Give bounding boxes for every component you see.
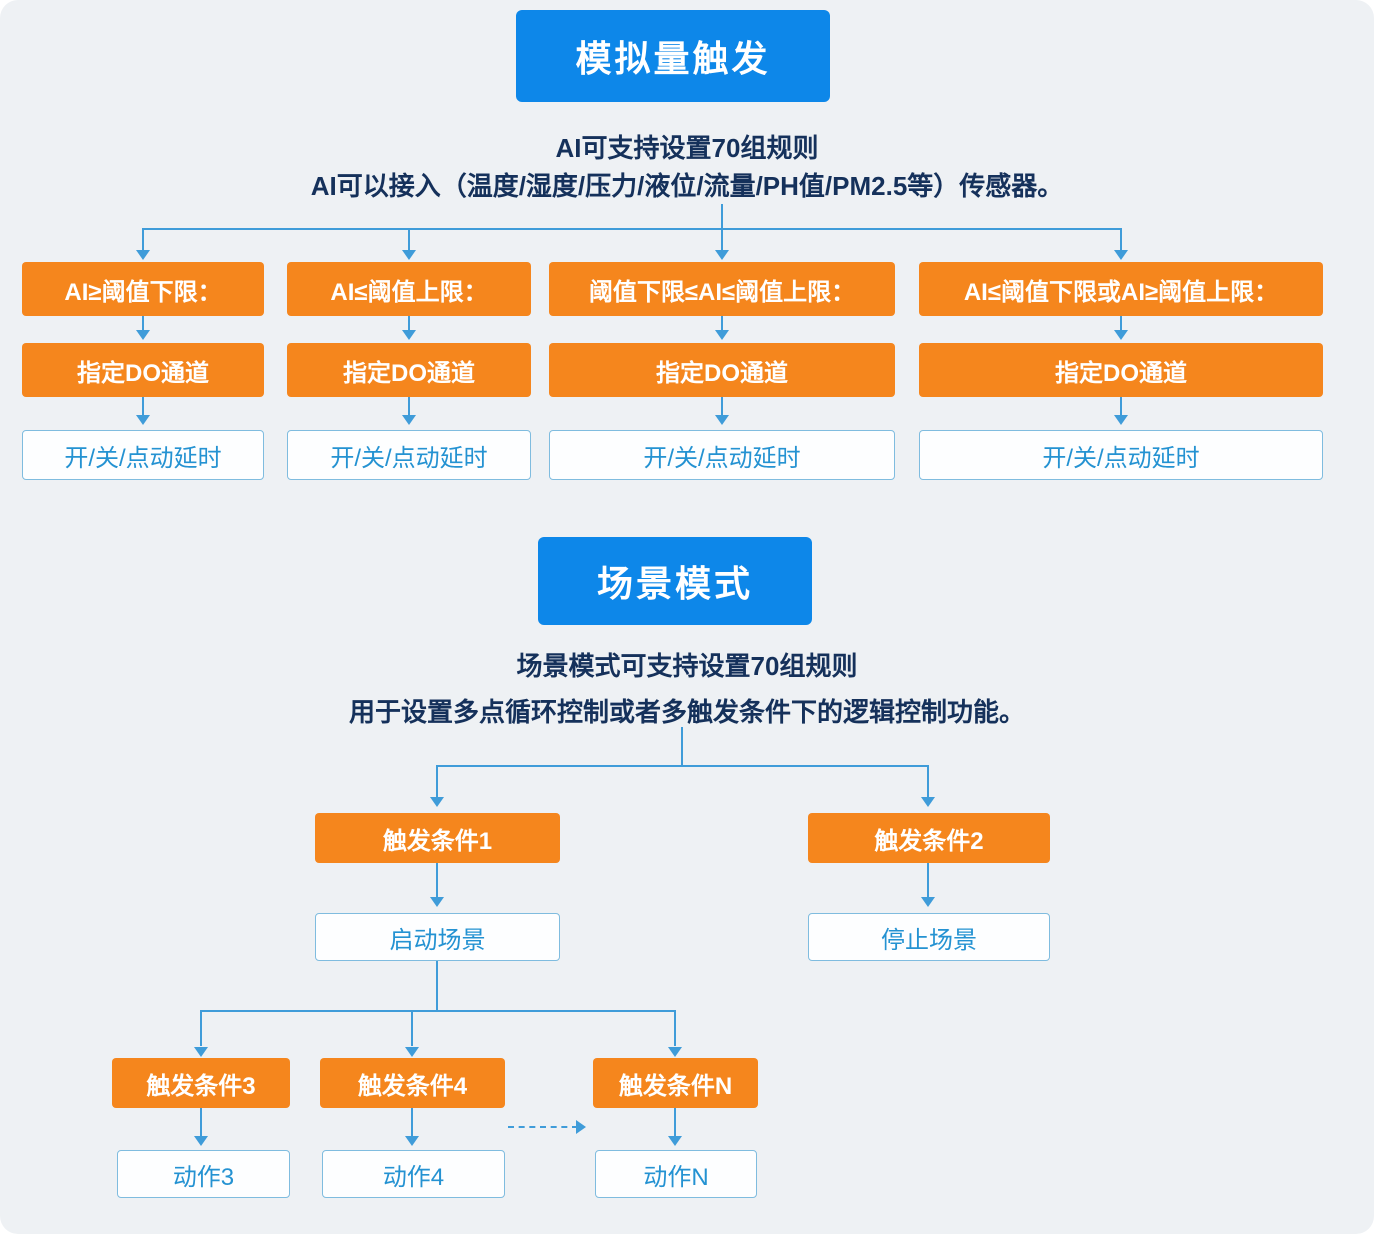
arrowhead-down-icon [1114, 330, 1128, 340]
scene-trigger-box-n: 触发条件N [593, 1058, 758, 1108]
arrowhead-down-icon [668, 1047, 682, 1057]
connector-line [436, 863, 438, 899]
connector-line [436, 961, 438, 1010]
scene-section-title: 场景模式 [538, 537, 812, 625]
connector-line [200, 1010, 676, 1012]
connector-line [674, 1010, 676, 1046]
analog-desc-line1: AI可支持设置70组规则 [555, 133, 819, 163]
connector-line [142, 316, 144, 332]
connector-line [436, 765, 929, 767]
scene-action-stop-box: 停止场景 [808, 913, 1050, 961]
arrowhead-down-icon [402, 250, 416, 260]
connector-line [408, 316, 410, 332]
connector-line [721, 397, 723, 417]
arrowhead-down-icon [136, 250, 150, 260]
arrowhead-down-icon [668, 1136, 682, 1146]
analog-condition-box-3: 阈值下限≤AI≤阈值上限： [549, 262, 895, 316]
connector-line [200, 1108, 202, 1138]
scene-desc-line2: 用于设置多点循环控制或者多触发条件下的逻辑控制功能。 [348, 697, 1025, 727]
scene-action-box-3: 动作3 [117, 1150, 290, 1198]
scene-trigger-box-2: 触发条件2 [808, 813, 1050, 863]
analog-condition-box-1: AI≥阈值下限： [22, 262, 264, 316]
analog-action-box-3: 开/关/点动延时 [549, 430, 895, 480]
connector-line [721, 316, 723, 332]
ellipsis-dashed-connector [508, 1126, 578, 1128]
arrowhead-down-icon [430, 897, 444, 907]
analog-action-box-1: 开/关/点动延时 [22, 430, 264, 480]
connector-line [721, 204, 723, 228]
analog-do-channel-box-3: 指定DO通道 [549, 343, 895, 397]
arrowhead-down-icon [194, 1136, 208, 1146]
arrowhead-right-icon [576, 1120, 586, 1134]
connector-line [1120, 397, 1122, 417]
analog-action-box-2: 开/关/点动延时 [287, 430, 531, 480]
scene-action-box-n: 动作N [595, 1150, 757, 1198]
connector-line [674, 1108, 676, 1138]
analog-do-channel-box-1: 指定DO通道 [22, 343, 264, 397]
connector-line [142, 228, 144, 252]
connector-line [681, 727, 683, 765]
arrowhead-down-icon [715, 250, 729, 260]
connector-line [1120, 228, 1122, 252]
arrowhead-down-icon [430, 797, 444, 807]
arrowhead-down-icon [715, 330, 729, 340]
analog-do-channel-box-2: 指定DO通道 [287, 343, 531, 397]
connector-line [408, 228, 410, 252]
scene-trigger-box-3: 触发条件3 [112, 1058, 290, 1108]
scene-desc-line1: 场景模式可支持设置70组规则 [516, 651, 858, 681]
connector-line [436, 765, 438, 799]
analog-do-channel-box-4: 指定DO通道 [919, 343, 1323, 397]
analog-desc-line2: AI可以接入（温度/湿度/压力/液位/流量/PH值/PM2.5等）传感器。 [310, 171, 1064, 201]
connector-line [142, 397, 144, 417]
analog-section-title: 模拟量触发 [516, 10, 830, 102]
scene-action-box-4: 动作4 [322, 1150, 505, 1198]
connector-line [200, 1010, 202, 1046]
analog-condition-box-2: AI≤阈值上限： [287, 262, 531, 316]
arrowhead-down-icon [921, 897, 935, 907]
arrowhead-down-icon [194, 1047, 208, 1057]
connector-line [927, 863, 929, 899]
scene-action-start-box: 启动场景 [315, 913, 560, 961]
arrowhead-down-icon [921, 797, 935, 807]
arrowhead-down-icon [405, 1047, 419, 1057]
arrowhead-down-icon [136, 330, 150, 340]
scene-trigger-box-4: 触发条件4 [320, 1058, 505, 1108]
analog-condition-box-4: AI≤阈值下限或AI≥阈值上限： [919, 262, 1323, 316]
arrowhead-down-icon [136, 415, 150, 425]
analog-action-box-4: 开/关/点动延时 [919, 430, 1323, 480]
connector-line [1120, 316, 1122, 332]
connector-line [411, 1108, 413, 1138]
connector-line [411, 1010, 413, 1046]
connector-line [142, 228, 1122, 230]
arrowhead-down-icon [402, 330, 416, 340]
arrowhead-down-icon [715, 415, 729, 425]
scene-trigger-box-1: 触发条件1 [315, 813, 560, 863]
connector-line [721, 228, 723, 252]
arrowhead-down-icon [1114, 250, 1128, 260]
arrowhead-down-icon [1114, 415, 1128, 425]
arrowhead-down-icon [405, 1136, 419, 1146]
connector-line [408, 397, 410, 417]
connector-line [927, 765, 929, 799]
arrowhead-down-icon [402, 415, 416, 425]
